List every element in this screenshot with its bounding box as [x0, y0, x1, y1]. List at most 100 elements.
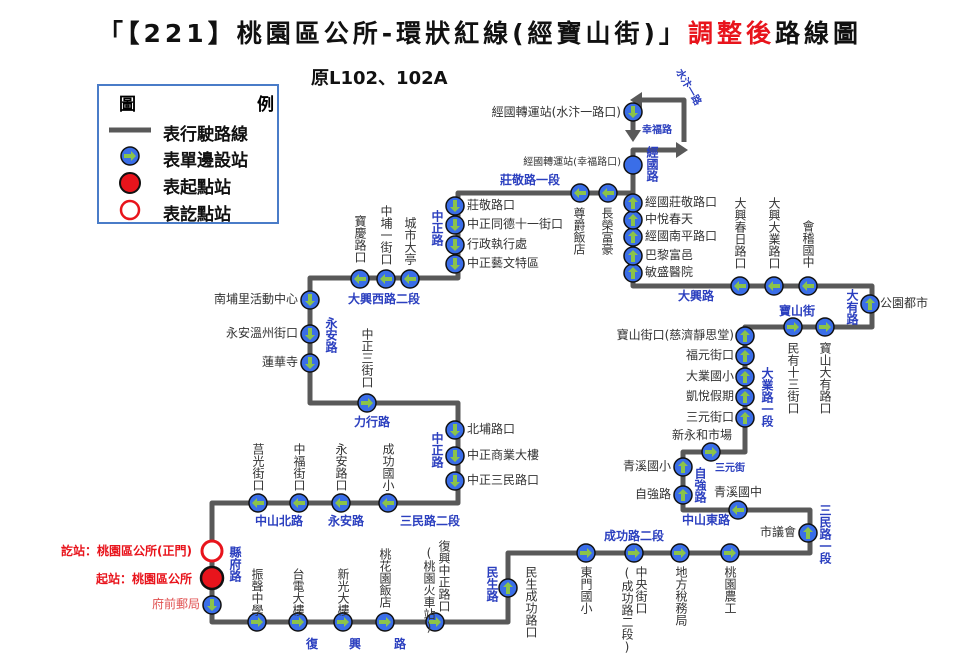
bus-stop[interactable]: [378, 493, 398, 513]
direction-arrow-icon: [429, 617, 441, 627]
bus-stop[interactable]: [248, 493, 268, 513]
direction-arrow-icon: [740, 371, 750, 383]
bus-stop[interactable]: [376, 269, 396, 289]
bus-stop[interactable]: [289, 493, 309, 513]
route-line-branch: [209, 190, 633, 545]
bus-stop[interactable]: [445, 420, 465, 440]
road-label: 大有路: [845, 289, 859, 325]
station-label: 地方稅務局: [674, 566, 688, 626]
direction-arrow-icon: [305, 294, 315, 306]
bus-stop[interactable]: [673, 457, 693, 477]
start-terminal-stop[interactable]: [199, 565, 225, 591]
bus-stop[interactable]: [623, 193, 643, 213]
station-label: 新光大樓: [336, 568, 350, 616]
bus-stop[interactable]: [623, 227, 643, 247]
station-label: 尊爵飯店: [572, 207, 586, 255]
bus-stop[interactable]: [445, 254, 465, 274]
road-label: 三民路一段: [818, 504, 832, 564]
station-label: 青溪國小: [622, 459, 671, 473]
road-label: 力行路: [353, 415, 391, 429]
bus-stop[interactable]: [673, 485, 693, 505]
bus-stop[interactable]: [623, 263, 643, 283]
direction-arrow-icon: [628, 250, 638, 262]
bus-stop[interactable]: [598, 183, 618, 203]
bus-stop[interactable]: [735, 387, 755, 407]
bus-stop[interactable]: [735, 408, 755, 428]
bus-stop[interactable]: [400, 269, 420, 289]
bus-stop[interactable]: [425, 612, 445, 632]
bus-stop[interactable]: [623, 102, 643, 122]
bus-stop[interactable]: [300, 290, 320, 310]
bus-stop[interactable]: [300, 353, 320, 373]
end-terminal-stop[interactable]: [200, 539, 224, 563]
bus-stop[interactable]: [798, 276, 818, 296]
legend-stop: 表單邊設站: [163, 151, 248, 171]
bus-stop[interactable]: [623, 210, 643, 230]
legend: 圖 例 表行駛路線 表單邊設站 表起點站 表訖點站: [97, 84, 279, 225]
bus-stop[interactable]: [445, 471, 465, 491]
direction-arrow-icon: [628, 214, 638, 226]
direction-arrow-icon: [450, 200, 460, 212]
bus-stop[interactable]: [783, 317, 803, 337]
bus-stop[interactable]: [445, 446, 465, 466]
bus-stop[interactable]: [357, 393, 377, 413]
bus-stop[interactable]: [701, 442, 721, 462]
bus-stop[interactable]: [445, 235, 465, 255]
station-label: 行政執行處: [467, 237, 528, 251]
bus-stop[interactable]: [730, 276, 750, 296]
bus-stop[interactable]: [728, 500, 748, 520]
bus-stop[interactable]: [720, 543, 740, 563]
bus-stop[interactable]: [624, 543, 644, 563]
bus-stop[interactable]: [735, 346, 755, 366]
bus-stop[interactable]: [576, 543, 596, 563]
bus-stop[interactable]: [498, 578, 518, 598]
bus-stop[interactable]: [202, 595, 222, 615]
direction-arrow-icon: [740, 330, 750, 342]
legend-route: 表行駛路線: [163, 125, 248, 145]
bus-stop[interactable]: [300, 324, 320, 344]
bus-stop[interactable]: [815, 317, 835, 337]
direction-arrow-icon: [628, 548, 640, 558]
road-label: 寶山街: [778, 304, 816, 318]
bus-stop[interactable]: [670, 543, 690, 563]
direction-arrow-icon: [580, 548, 592, 558]
station-label: 市議會: [759, 525, 796, 539]
bus-stop[interactable]: [331, 493, 351, 513]
bus-stop[interactable]: [764, 276, 784, 296]
road-label: 路: [393, 637, 407, 651]
road-label: 縣府路: [228, 546, 242, 582]
direction-arrow-icon: [450, 239, 460, 251]
bus-stop[interactable]: [445, 196, 465, 216]
bus-stop[interactable]: [735, 326, 755, 346]
direction-arrow-icon: [574, 188, 586, 198]
bus-stop[interactable]: [350, 269, 370, 289]
bus-stop[interactable]: [333, 612, 353, 632]
bus-stop[interactable]: [445, 215, 465, 235]
bus-stop[interactable]: [288, 612, 308, 632]
station-label: 永安路口: [334, 443, 348, 491]
road-label: 興: [348, 637, 362, 651]
direction-arrow-icon: [207, 599, 217, 611]
bus-stop[interactable]: [375, 612, 395, 632]
station-label: 城市大亭: [403, 217, 417, 265]
direction-arrow-icon: [740, 412, 750, 424]
direction-arrow-icon: [335, 498, 347, 508]
bus-stop[interactable]: [247, 612, 267, 632]
bus-stop[interactable]: [623, 246, 643, 266]
bus-stop[interactable]: [735, 367, 755, 387]
station-label: 經國轉運站(水汴一路口): [491, 105, 621, 119]
direction-arrowhead: [625, 130, 641, 142]
station-label: 大興春日路口: [733, 197, 747, 269]
bus-stop[interactable]: [570, 183, 590, 203]
bus-stop[interactable]: [798, 523, 818, 543]
bus-stop[interactable]: [623, 155, 643, 175]
direction-arrow-icon: [678, 461, 688, 473]
end-terminal-label: 訖站：桃園區公所(正門): [61, 544, 192, 558]
road-label: 永安路: [327, 514, 365, 528]
direction-arrow-icon: [361, 398, 373, 408]
station-label: 中福街口: [292, 443, 306, 491]
station-label: 凱悅假期: [685, 389, 734, 403]
bus-stop[interactable]: [860, 294, 880, 314]
